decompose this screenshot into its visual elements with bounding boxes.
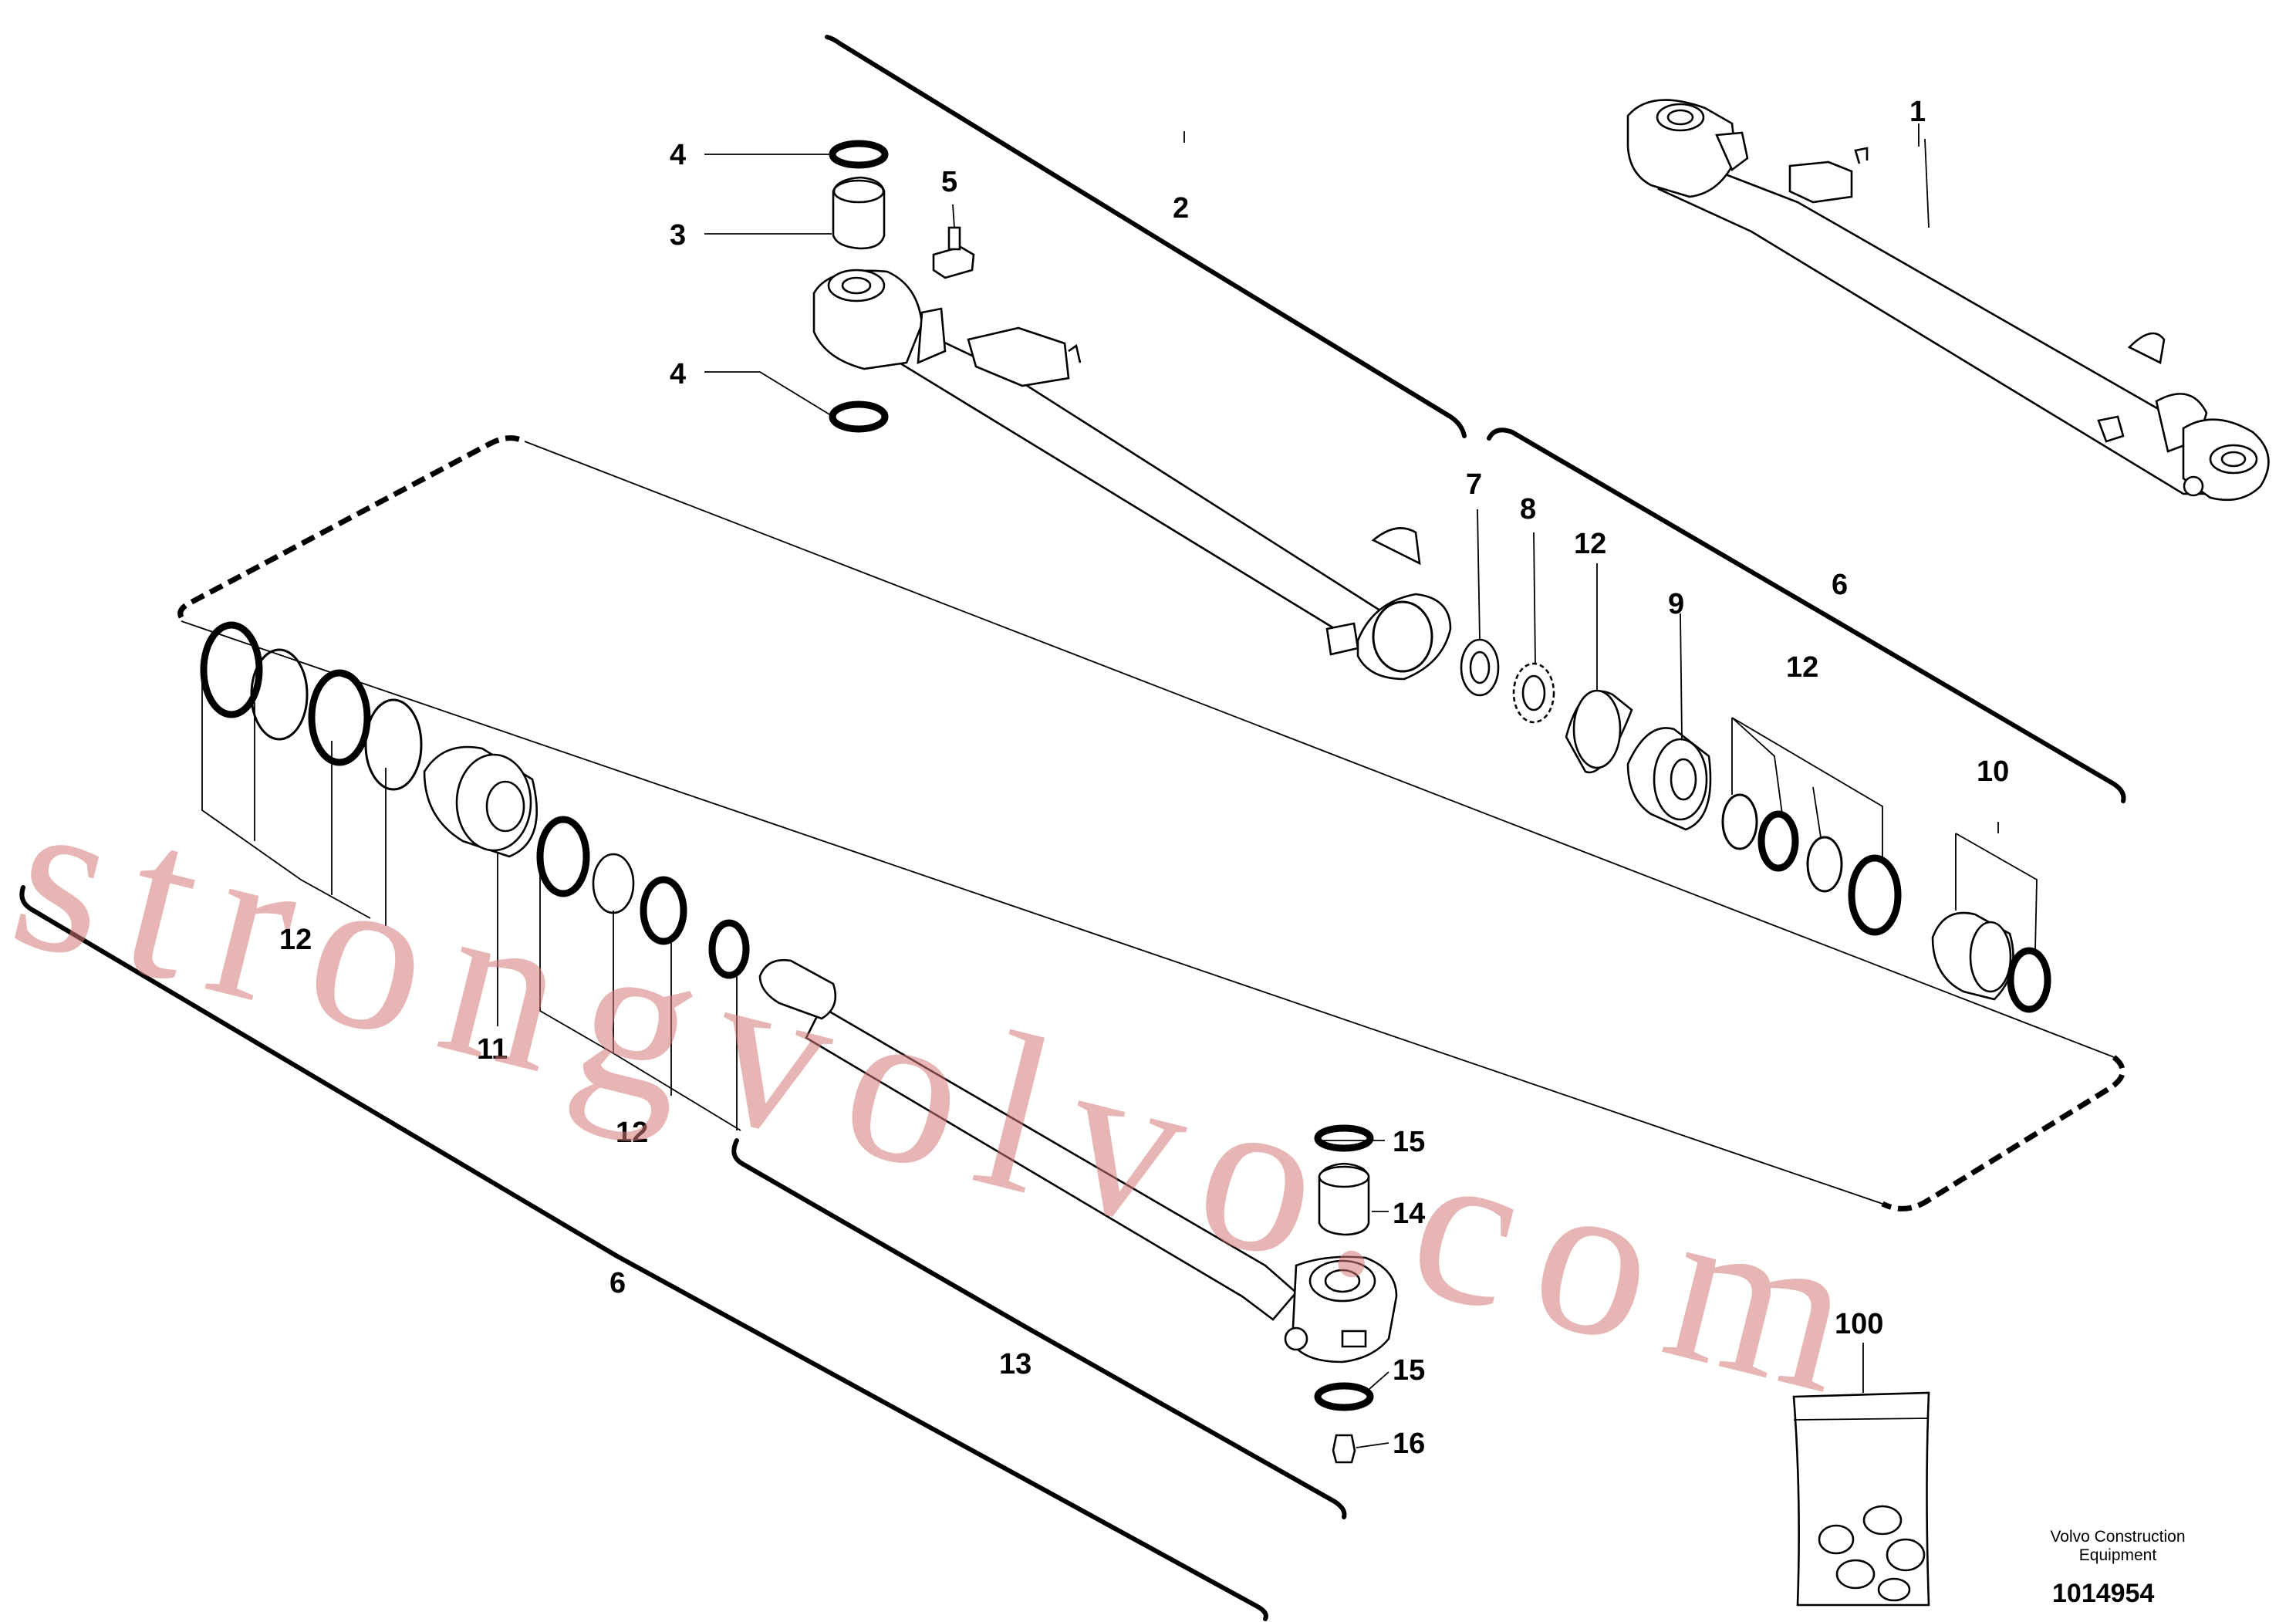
detail-frame-top-edge [524,441,2115,1058]
part-10-ring [2007,947,2051,1013]
part-4-ring-upper [829,140,889,169]
callout-100: 100 [1835,1308,1883,1340]
leader-lines-right [1477,509,2038,951]
callout-15-lower: 15 [1393,1354,1425,1387]
detail-frame-dashed-lower [1881,1055,2125,1211]
part-10-bushing [1931,911,2014,1001]
callout-13: 13 [999,1348,1032,1380]
part-2-barrel [812,269,1452,681]
manufacturer-line-2: Equipment [2078,1546,2157,1564]
callout-16: 16 [1393,1428,1425,1460]
bracket-2 [825,35,1467,438]
callout-4-lower: 4 [670,358,686,390]
part-12-seal-left-c [308,669,371,766]
bracket-6-right [1487,427,2126,803]
part-15-ring-lower [1314,1382,1374,1411]
leader-lines-left [201,683,741,1131]
part-12-seal-left-e [536,816,590,897]
part-7-ring [1460,638,1500,697]
callout-10: 10 [1977,755,2009,788]
callout-12-left-top: 12 [279,924,312,956]
detail-frame-bottom-edge [181,620,1883,1205]
part-12-guide-ring [1565,689,1633,774]
bracket-6-left [19,885,1268,1621]
part-9-piston [1626,727,1712,831]
callout-15-upper: 15 [1393,1126,1425,1158]
callout-5: 5 [941,166,957,198]
callout-7: 7 [1466,468,1482,501]
part-12-seal-b [1757,810,1799,872]
callout-leaders [704,123,1999,1448]
callout-12-right-mid: 12 [1786,651,1818,684]
callout-14: 14 [1393,1198,1425,1230]
part-12-seal-c [1806,836,1843,893]
part-13-piston-rod [758,958,1398,1363]
part-12-seal-left-f [592,853,635,914]
part-5-grease-fitting [932,226,975,279]
callout-1: 1 [1909,96,1926,128]
part-11-cylinder-head [423,745,538,858]
part-16-grease-nipple [1332,1434,1356,1464]
part-12-seal-left-d [364,698,423,791]
callout-6-left: 6 [609,1267,626,1299]
part-3-bushing [832,176,886,250]
part-12-seal-left-g [640,876,687,945]
callout-6-right: 6 [1832,569,1848,601]
part-12-seal-a [1721,793,1758,850]
callout-12-right-top: 12 [1574,528,1606,560]
part-12-seal-d [1848,854,1902,936]
detail-frame-dashed [177,435,526,619]
manufacturer-label: Volvo Construction Equipment [1975,1528,2261,1565]
manufacturer-line-1: Volvo Construction [2050,1528,2186,1546]
drawing-number: 1014954 [2052,1579,2155,1608]
callout-11: 11 [477,1033,508,1066]
part-12-seal-left-h [708,919,750,979]
part-4-ring-lower [829,400,889,433]
part-15-ring-upper [1314,1124,1374,1152]
part-1-cylinder-assembly [1626,99,2270,502]
callout-2: 2 [1173,192,1189,225]
part-8-lock-washer [1512,662,1555,724]
part-14-bushing [1318,1162,1370,1236]
part-12-seal-left-a [200,621,263,718]
callout-9: 9 [1668,588,1684,620]
part-100-seal-kit-bag [1792,1391,1930,1607]
callout-4-upper: 4 [670,139,686,171]
bracket-13 [731,1138,1347,1519]
part-12-seal-left-b [250,648,309,741]
callout-12-left-mid: 12 [616,1117,648,1149]
callout-8: 8 [1520,493,1536,525]
callout-3: 3 [670,219,686,252]
